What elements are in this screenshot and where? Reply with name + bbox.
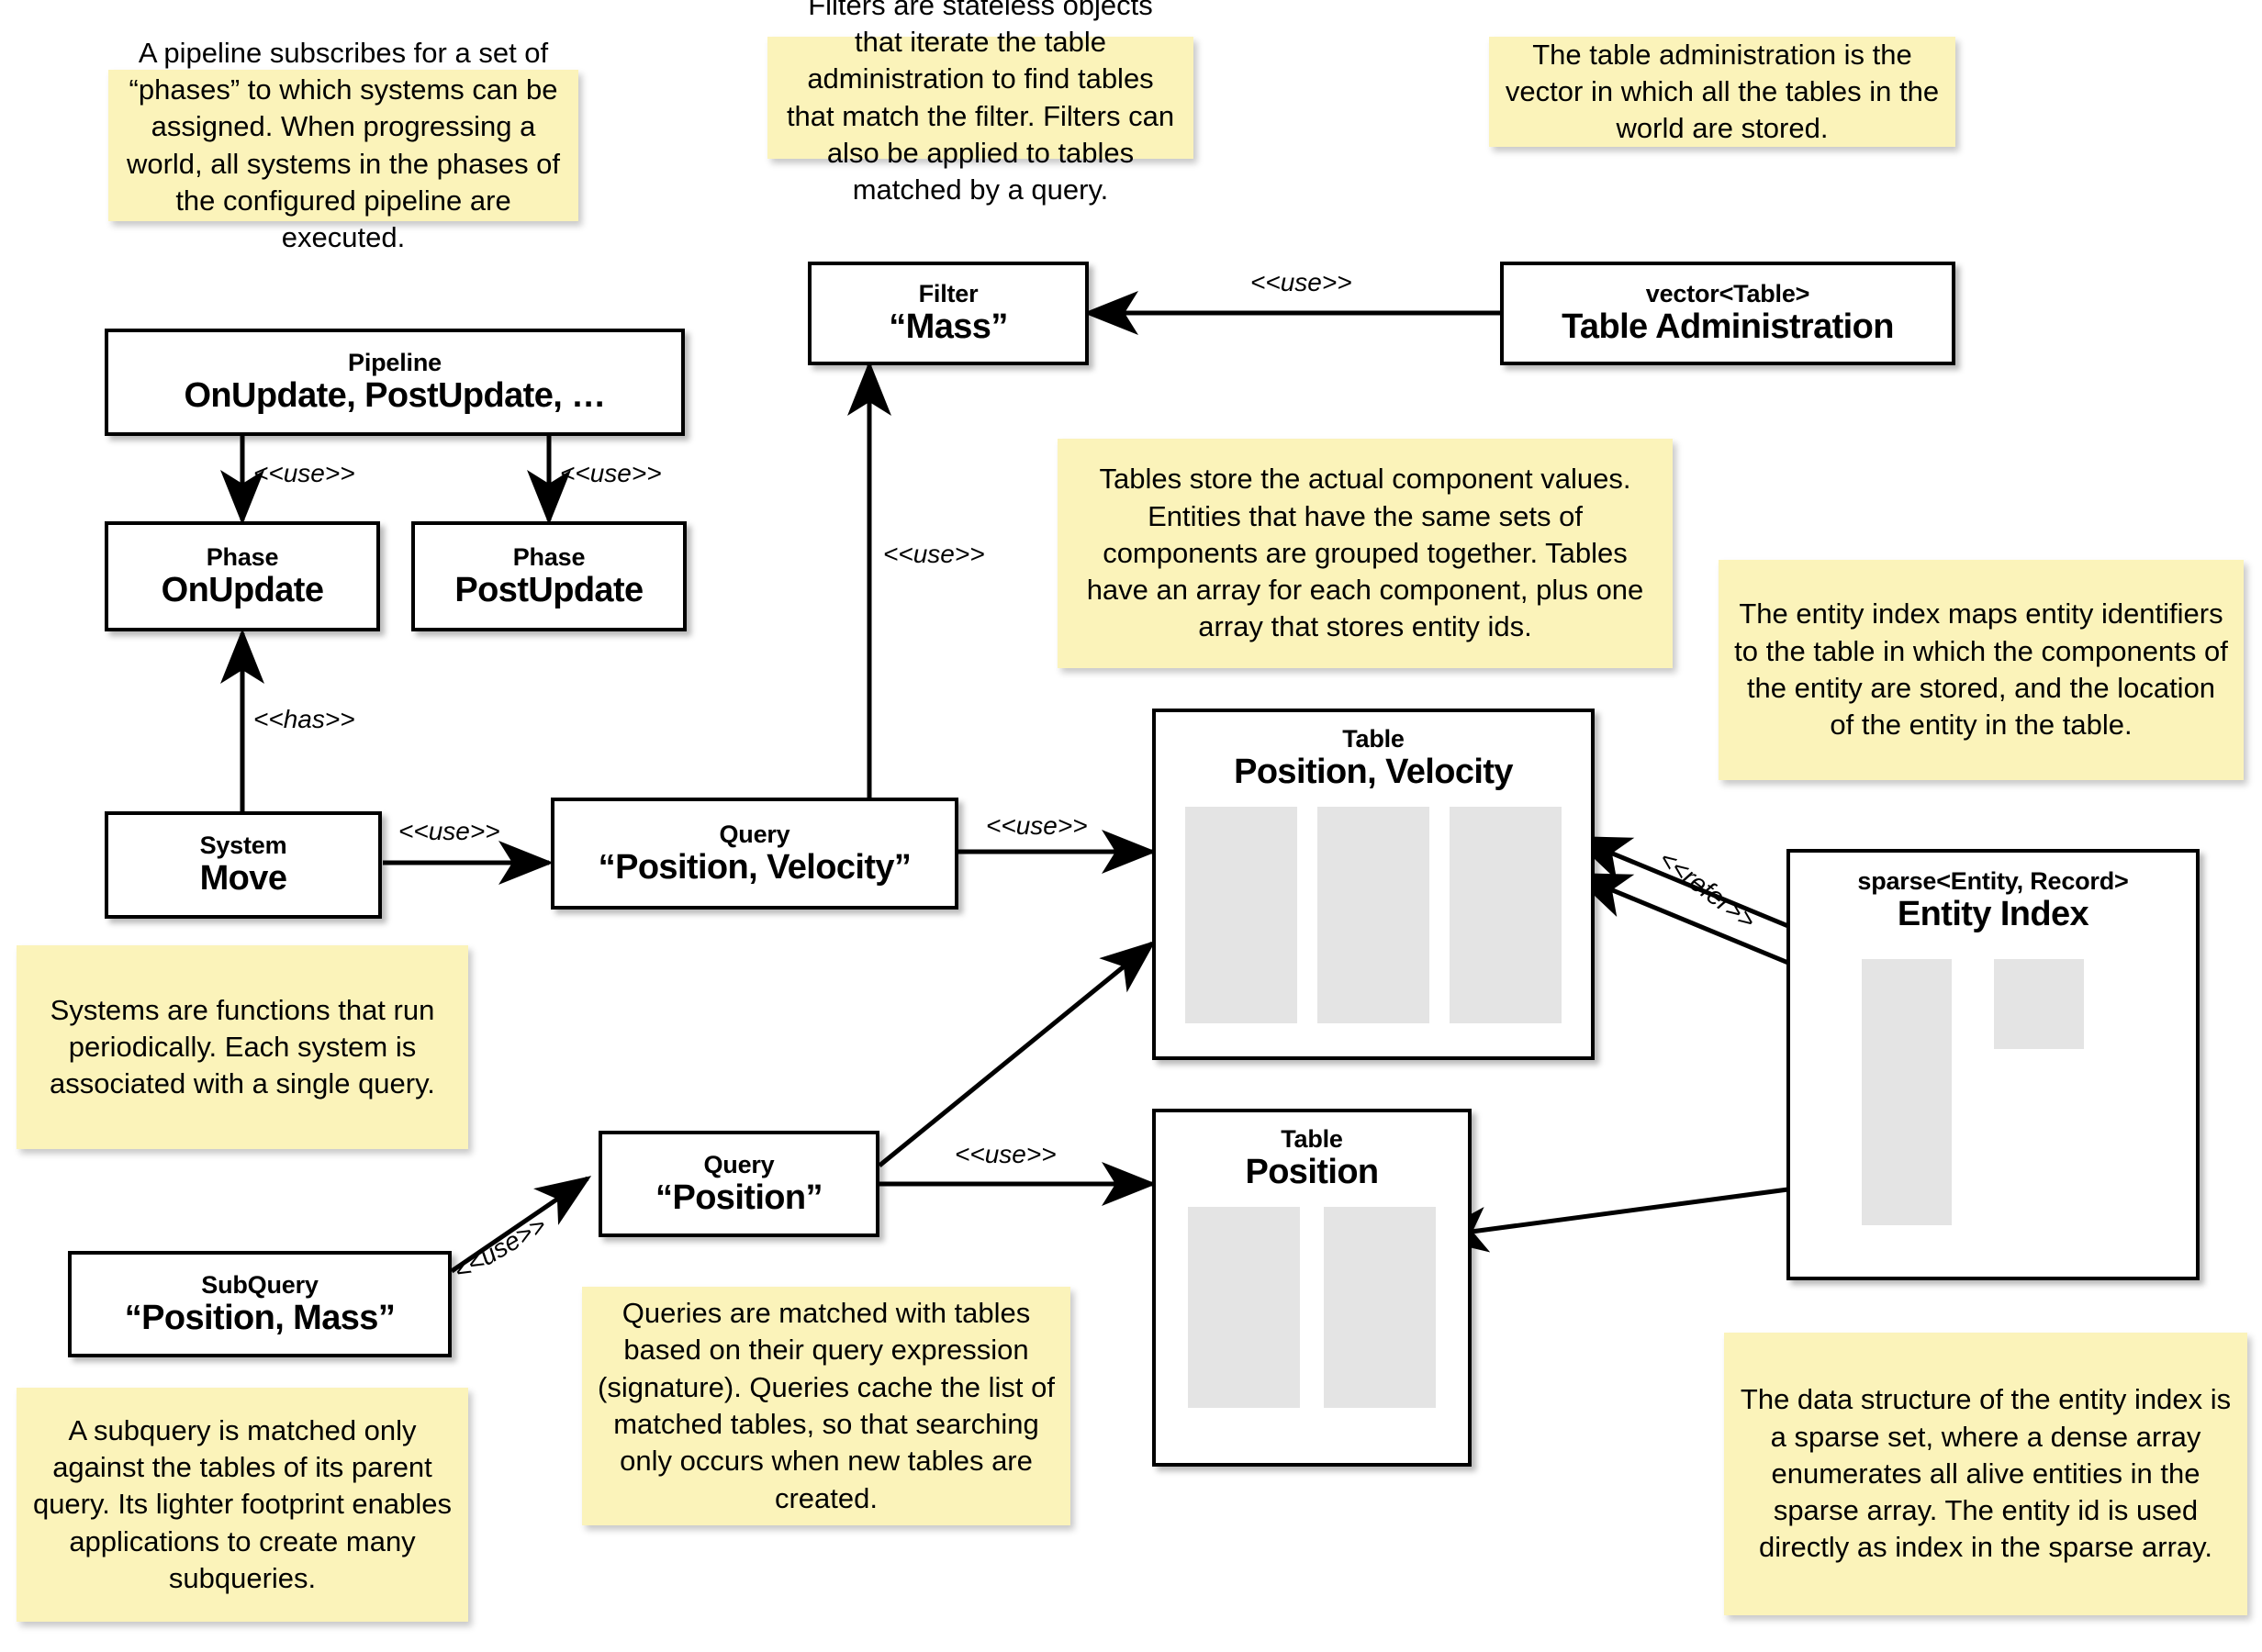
note-pipeline: A pipeline subscribes for a set of “phas… bbox=[108, 37, 578, 253]
node-system-move-title: Move bbox=[199, 859, 287, 899]
node-pipeline[interactable]: Pipeline OnUpdate, PostUpdate, … bbox=[105, 329, 685, 436]
note-table-administration-text: The table administration is the vector i… bbox=[1505, 38, 1940, 145]
table-position-arrays bbox=[1165, 1206, 1459, 1408]
table-array-column bbox=[1185, 806, 1297, 1023]
note-tables-text: Tables store the actual component values… bbox=[1086, 463, 1644, 643]
edge-label-subquery-use-query: <<use>> bbox=[449, 1211, 552, 1287]
note-subquery: A subquery is matched only against the t… bbox=[17, 1388, 468, 1622]
node-query-position[interactable]: Query “Position” bbox=[599, 1131, 879, 1237]
node-filter-mass[interactable]: Filter “Mass” bbox=[808, 262, 1089, 365]
node-subquery-position-mass-stereotype: SubQuery bbox=[201, 1270, 319, 1299]
table-position-velocity-arrays bbox=[1165, 806, 1582, 1023]
node-phase-onupdate-stereotype: Phase bbox=[206, 542, 279, 571]
node-table-position-velocity[interactable]: Table Position, Velocity bbox=[1152, 709, 1595, 1060]
node-subquery-position-mass-title: “Position, Mass” bbox=[124, 1298, 396, 1337]
edge-label-query-p-use-table: <<use>> bbox=[955, 1140, 1057, 1168]
entity-index-arrays bbox=[1790, 853, 2196, 1277]
node-query-position-velocity-stereotype: Query bbox=[719, 820, 790, 848]
dense-array-column bbox=[1862, 959, 1952, 1225]
edge-label-query-pv-use-table: <<use>> bbox=[986, 811, 1088, 840]
note-filters: Filters are stateless objects that itera… bbox=[767, 0, 1193, 206]
node-phase-postupdate-title: PostUpdate bbox=[454, 570, 644, 609]
node-table-position-title: Position bbox=[1245, 1153, 1379, 1192]
note-sparse-set-text: The data structure of the entity index i… bbox=[1740, 1383, 2232, 1564]
node-phase-postupdate[interactable]: Phase PostUpdate bbox=[411, 521, 687, 631]
table-array-column bbox=[1450, 806, 1562, 1023]
node-query-position-velocity[interactable]: Query “Position, Velocity” bbox=[551, 798, 958, 910]
edge-label-system-has-phase: <<has>> bbox=[253, 705, 355, 733]
node-phase-postupdate-stereotype: Phase bbox=[512, 542, 586, 571]
note-tables: Tables store the actual component values… bbox=[1058, 439, 1673, 668]
node-table-position-velocity-stereotype: Table bbox=[1342, 725, 1405, 753]
edge-label-system-use-query: <<use>> bbox=[398, 817, 500, 845]
sparse-array-block bbox=[1994, 959, 2084, 1049]
node-table-position-stereotype: Table bbox=[1281, 1125, 1343, 1153]
table-array-column bbox=[1188, 1206, 1300, 1408]
edge-label-pipeline-to-postupdate: <<use>> bbox=[560, 459, 662, 487]
node-filter-mass-title: “Mass” bbox=[889, 307, 1008, 347]
note-filters-text: Filters are stateless objects that itera… bbox=[786, 0, 1175, 206]
node-entity-index-title: Entity Index bbox=[1897, 895, 2089, 934]
edge-label-pipeline-to-onupdate: <<use>> bbox=[253, 459, 355, 487]
node-system-move[interactable]: System Move bbox=[105, 811, 382, 919]
node-query-position-title: “Position” bbox=[655, 1178, 823, 1217]
edge-label-tableadmin-use-filter: <<use>> bbox=[1250, 268, 1352, 296]
note-subquery-text: A subquery is matched only against the t… bbox=[32, 1413, 453, 1594]
node-table-administration[interactable]: vector<Table> Table Administration bbox=[1500, 262, 1955, 365]
note-entity-index: The entity index maps entity identifiers… bbox=[1719, 560, 2244, 780]
node-filter-mass-stereotype: Filter bbox=[918, 280, 979, 308]
note-queries-text: Queries are matched with tables based on… bbox=[598, 1297, 1055, 1514]
note-queries: Queries are matched with tables based on… bbox=[582, 1287, 1070, 1525]
edge-label-index-refer-table: <<refer>> bbox=[1653, 844, 1762, 935]
node-table-administration-title: Table Administration bbox=[1562, 307, 1894, 347]
node-entity-index-stereotype: sparse<Entity, Record> bbox=[1857, 867, 2129, 895]
node-query-position-stereotype: Query bbox=[703, 1150, 775, 1178]
note-entity-index-text: The entity index maps entity identifiers… bbox=[1734, 597, 2228, 742]
note-sparse-set: The data structure of the entity index i… bbox=[1724, 1333, 2247, 1615]
node-query-position-velocity-title: “Position, Velocity” bbox=[598, 847, 912, 887]
table-array-column bbox=[1317, 806, 1429, 1023]
node-subquery-position-mass[interactable]: SubQuery “Position, Mass” bbox=[68, 1251, 452, 1357]
edge-label-query-use-filter: <<use>> bbox=[883, 540, 985, 568]
node-table-position-velocity-title: Position, Velocity bbox=[1234, 753, 1513, 792]
note-systems-text: Systems are functions that run periodica… bbox=[50, 993, 435, 1100]
node-pipeline-title: OnUpdate, PostUpdate, … bbox=[184, 376, 606, 416]
node-phase-onupdate-title: OnUpdate bbox=[161, 570, 324, 609]
note-systems: Systems are functions that run periodica… bbox=[17, 945, 468, 1149]
node-table-administration-stereotype: vector<Table> bbox=[1645, 280, 1810, 308]
note-table-administration: The table administration is the vector i… bbox=[1489, 37, 1955, 147]
node-system-move-stereotype: System bbox=[199, 832, 287, 860]
note-pipeline-text: A pipeline subscribes for a set of “phas… bbox=[126, 36, 561, 254]
node-phase-onupdate[interactable]: Phase OnUpdate bbox=[105, 521, 380, 631]
node-entity-index[interactable]: sparse<Entity, Record> Entity Index bbox=[1786, 849, 2200, 1280]
node-pipeline-stereotype: Pipeline bbox=[348, 349, 442, 377]
table-array-column bbox=[1324, 1206, 1436, 1408]
node-table-position[interactable]: Table Position bbox=[1152, 1109, 1472, 1467]
